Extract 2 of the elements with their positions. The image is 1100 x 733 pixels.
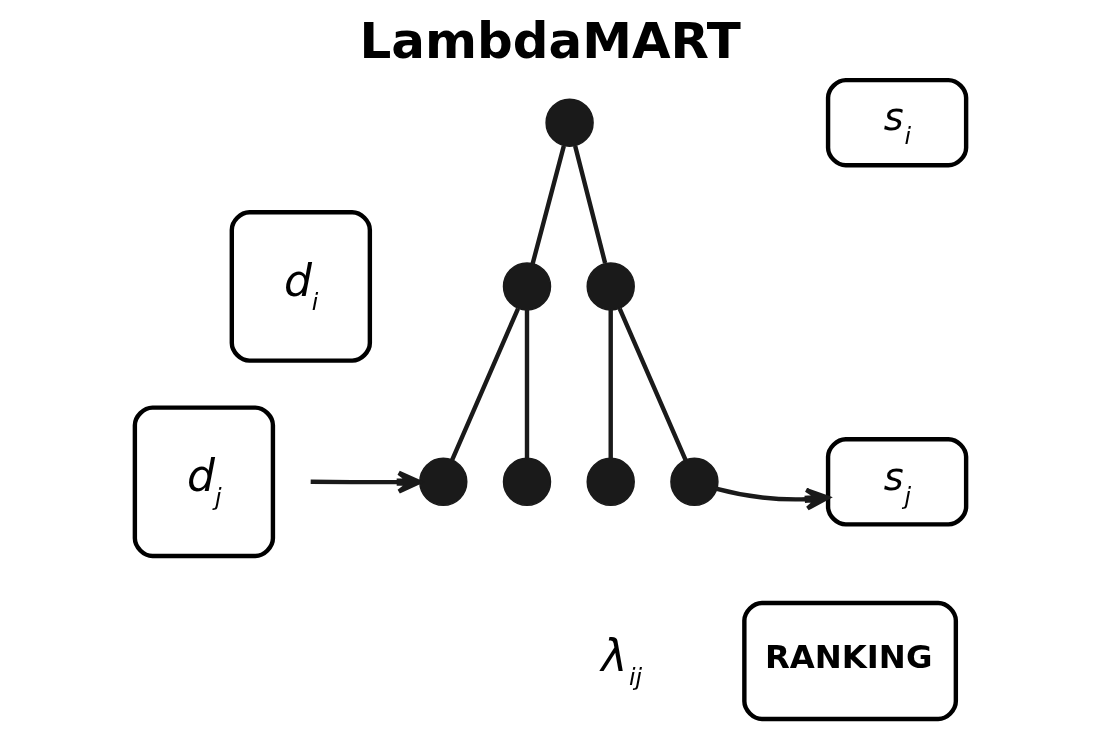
diagram-title: LambdaMART — [359, 12, 741, 71]
label: λ$_{ij}$ — [600, 629, 642, 691]
